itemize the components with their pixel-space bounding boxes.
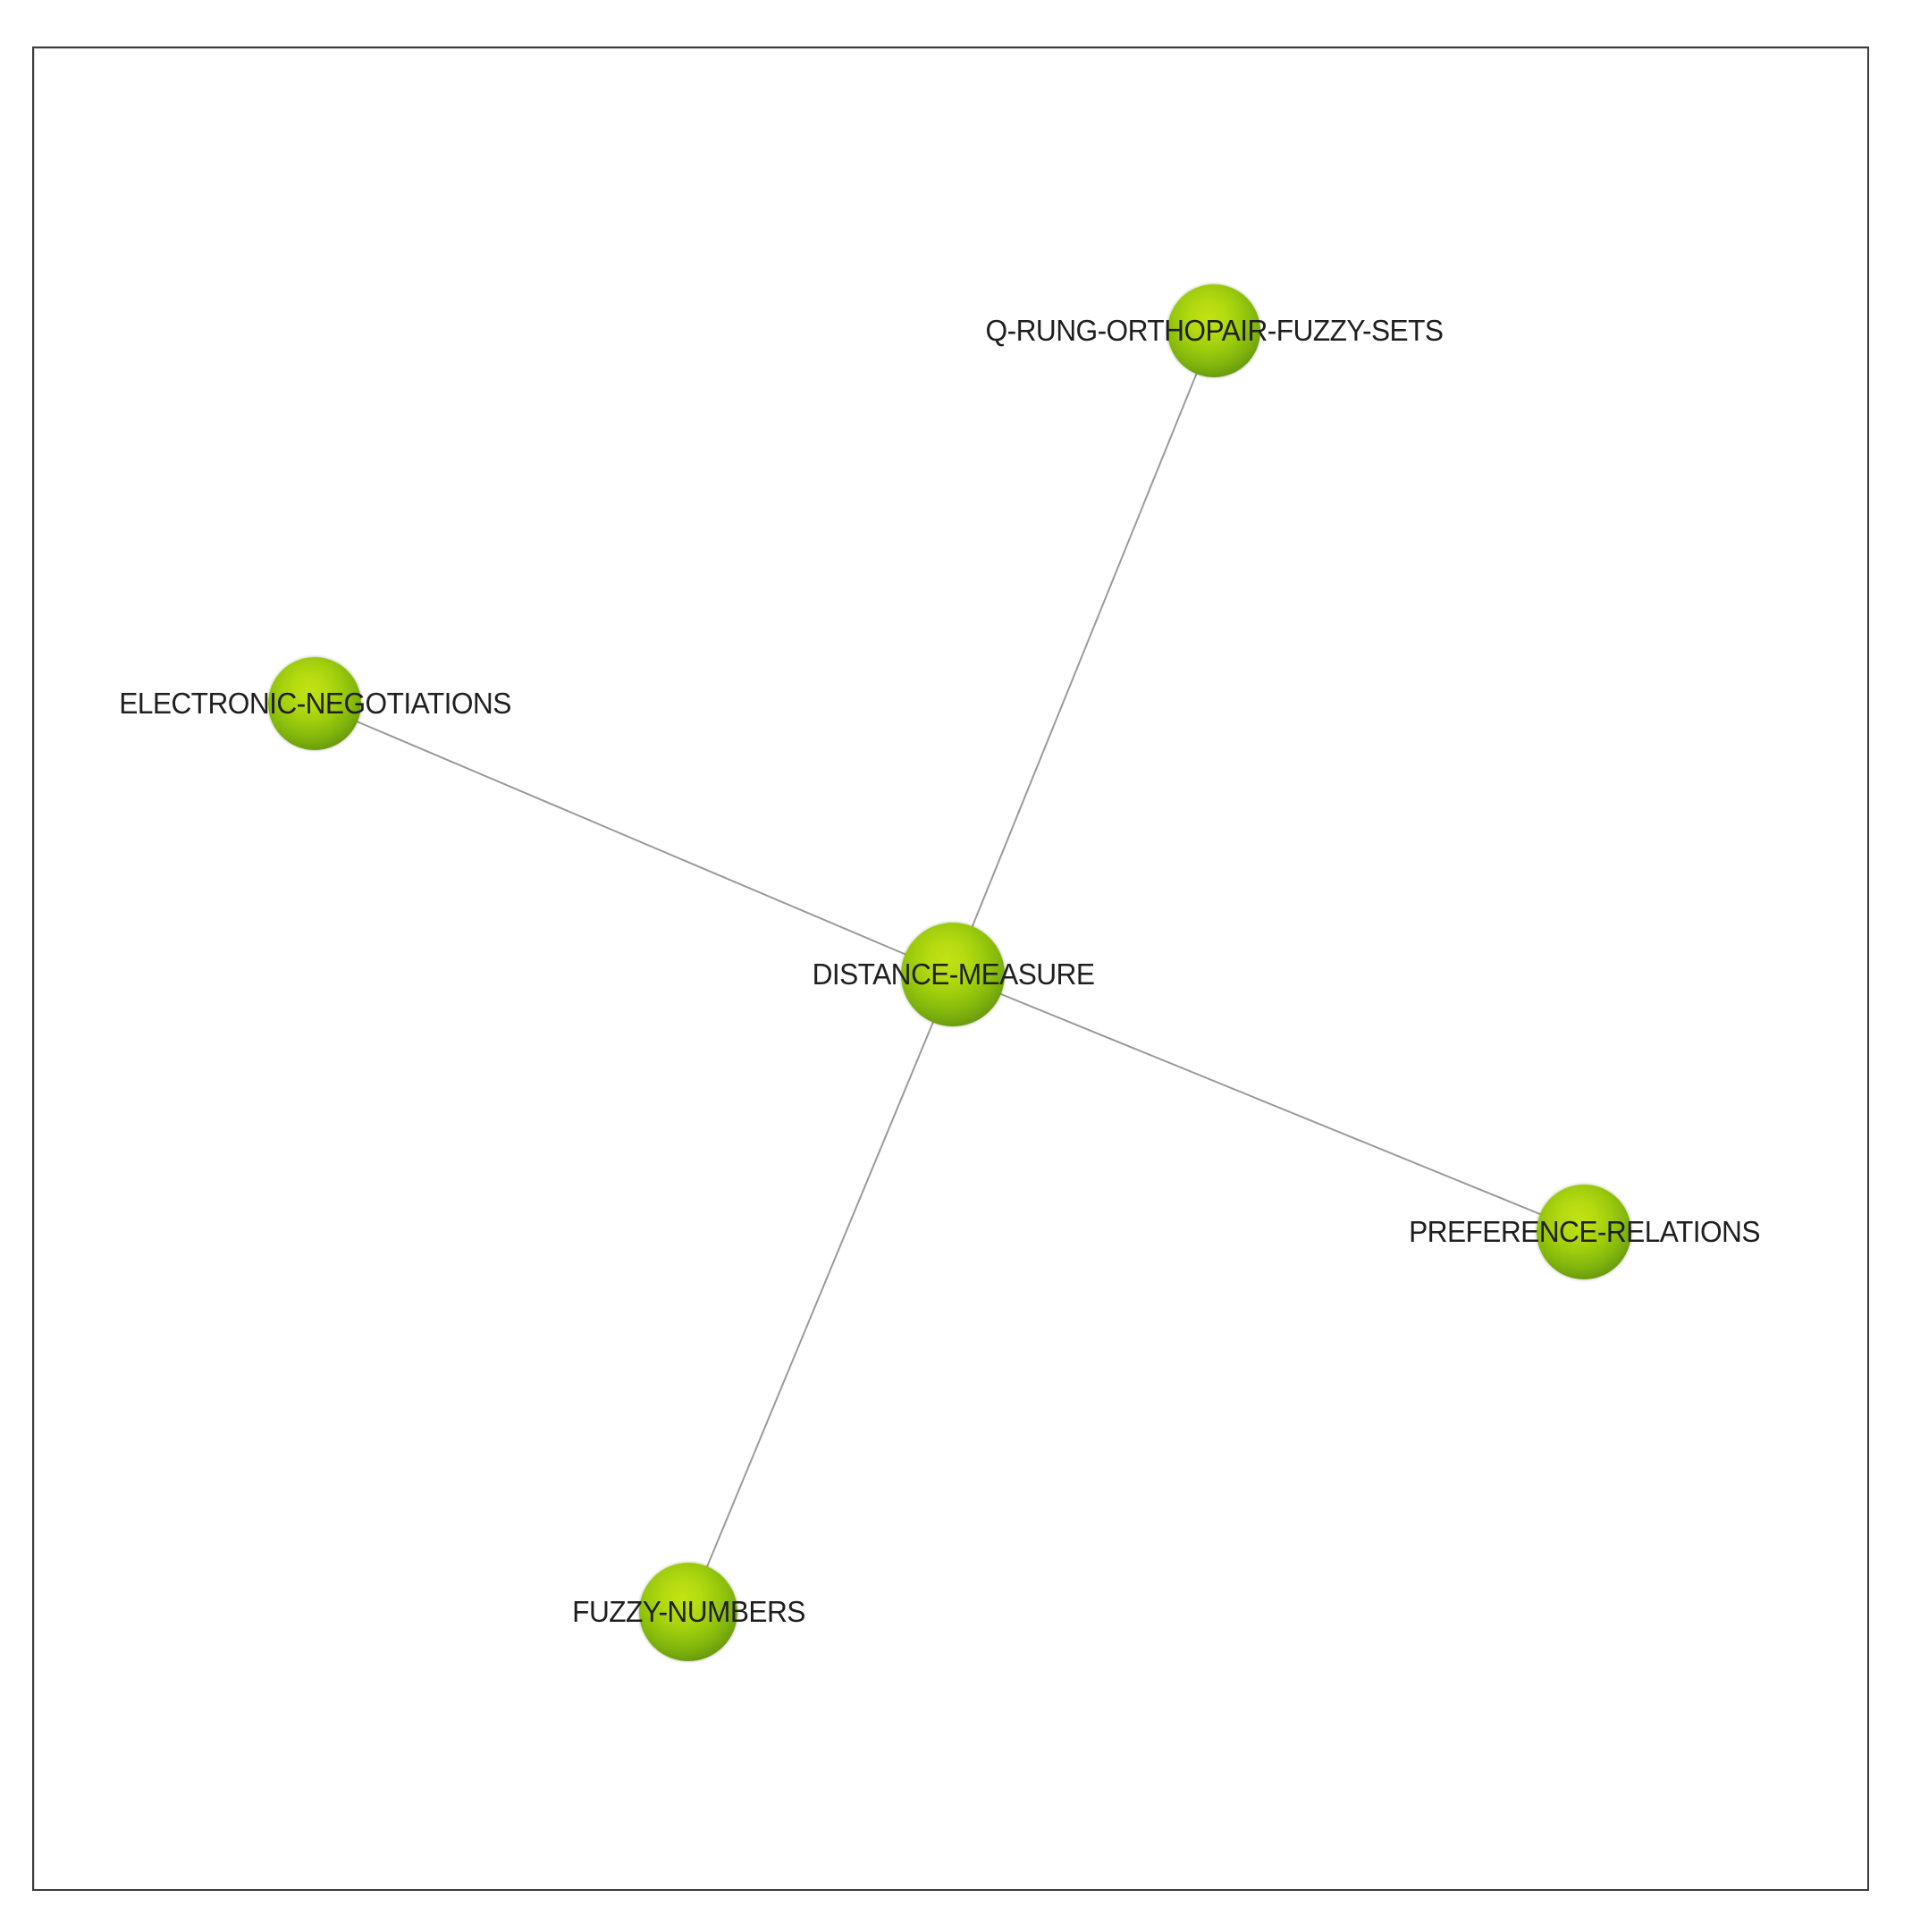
node-circle-electronic-negotiations[interactable] bbox=[268, 657, 361, 750]
node-label-electronic-negotiations: ELECTRONIC-NEGOTIATIONS bbox=[118, 687, 511, 720]
node-circle-preference-relations[interactable] bbox=[1537, 1185, 1631, 1279]
node-circle-distance-measure[interactable] bbox=[901, 923, 1005, 1026]
node-circle-q-rung-orthopair-fuzzy-sets[interactable] bbox=[1167, 284, 1260, 377]
node-label-fuzzy-numbers: FUZZY-NUMBERS bbox=[571, 1595, 805, 1628]
node-label-distance-measure: DISTANCE-MEASURE bbox=[812, 958, 1094, 991]
node-label-preference-relations: PREFERENCE-RELATIONS bbox=[1408, 1215, 1760, 1248]
node-label-q-rung-orthopair-fuzzy-sets: Q-RUNG-ORTHOPAIR-FUZZY-SETS bbox=[985, 314, 1443, 347]
node-circle-fuzzy-numbers[interactable] bbox=[639, 1563, 737, 1661]
